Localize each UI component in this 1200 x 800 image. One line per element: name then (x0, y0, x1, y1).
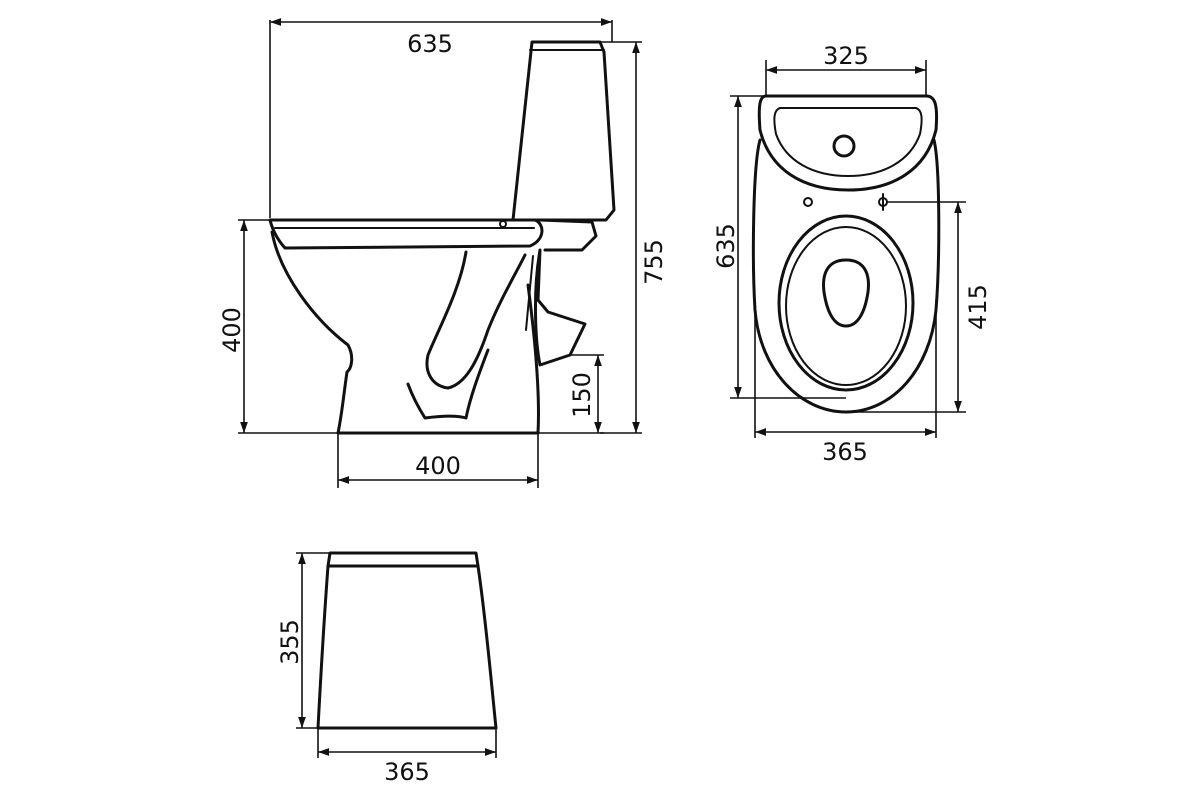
side-view: 635 755 400 400 150 (218, 18, 668, 488)
top-tank-inner (773, 107, 923, 178)
tank-front-body (316, 564, 498, 730)
left-bolt-hole (803, 197, 813, 207)
side-outlet-pipe (533, 248, 587, 367)
dim-total-height-label: 755 (640, 239, 668, 285)
dim-bowl-height-label: 400 (218, 307, 246, 353)
dim-tank-height-label: 355 (276, 619, 304, 665)
dim-top-length-label: 635 (712, 223, 740, 269)
side-tank-connector (538, 218, 598, 252)
tank-front-lid (326, 551, 480, 568)
dim-outlet-height-label: 150 (568, 372, 596, 418)
dim-top-width-label: 365 (822, 438, 868, 466)
side-bowl-body (270, 230, 540, 435)
side-seat-hinge (499, 220, 507, 228)
side-trap-bottom (406, 348, 490, 420)
side-bowl-rim (268, 218, 544, 250)
side-trap (425, 250, 527, 390)
dim-bolt-to-front-label: 415 (964, 284, 992, 330)
dim-base-width-label: 400 (415, 452, 461, 480)
dim-tank-width-front-label: 365 (384, 758, 430, 786)
dim-tank-width-label: 325 (823, 42, 869, 70)
top-view: 325 635 415 365 (712, 42, 992, 466)
flush-button-hole (832, 134, 856, 158)
tank-front-view: 355 365 (276, 551, 498, 786)
top-tank (757, 94, 939, 192)
side-outlet-inner-line (525, 255, 534, 331)
top-bowl-opening (822, 258, 870, 328)
top-seat-inner (785, 226, 907, 386)
top-seat-outer (777, 214, 915, 392)
dim-overall-length-label: 635 (407, 30, 453, 58)
side-tank (511, 40, 616, 222)
